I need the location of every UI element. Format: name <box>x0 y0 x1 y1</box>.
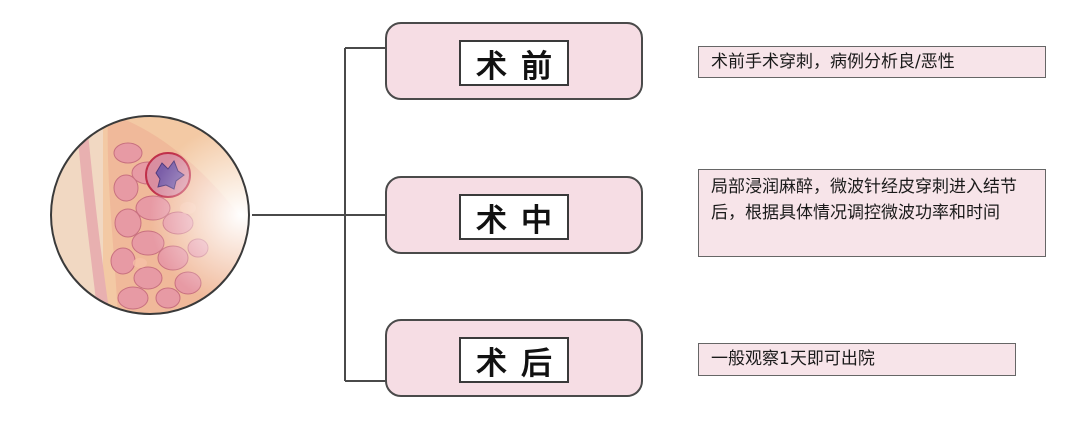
stage-preop-note: 术前手术穿刺，病例分析良/恶性 <box>698 46 1046 78</box>
stage-preop-label: 术前 <box>459 40 569 86</box>
stage-postop-note: 一般观察1天即可出院 <box>698 343 1016 376</box>
stage-postop: 术后 <box>385 319 643 397</box>
stage-intraop-note: 局部浸润麻醉，微波针经皮穿刺进入结节后，根据具体情况调控微波功率和时间 <box>698 169 1046 257</box>
stage-intraop-label: 术中 <box>459 194 569 240</box>
breast-nodule-illustration <box>50 115 250 315</box>
stage-preop: 术前 <box>385 22 643 100</box>
stage-intraop: 术中 <box>385 176 643 254</box>
stage-postop-label: 术后 <box>459 337 569 383</box>
